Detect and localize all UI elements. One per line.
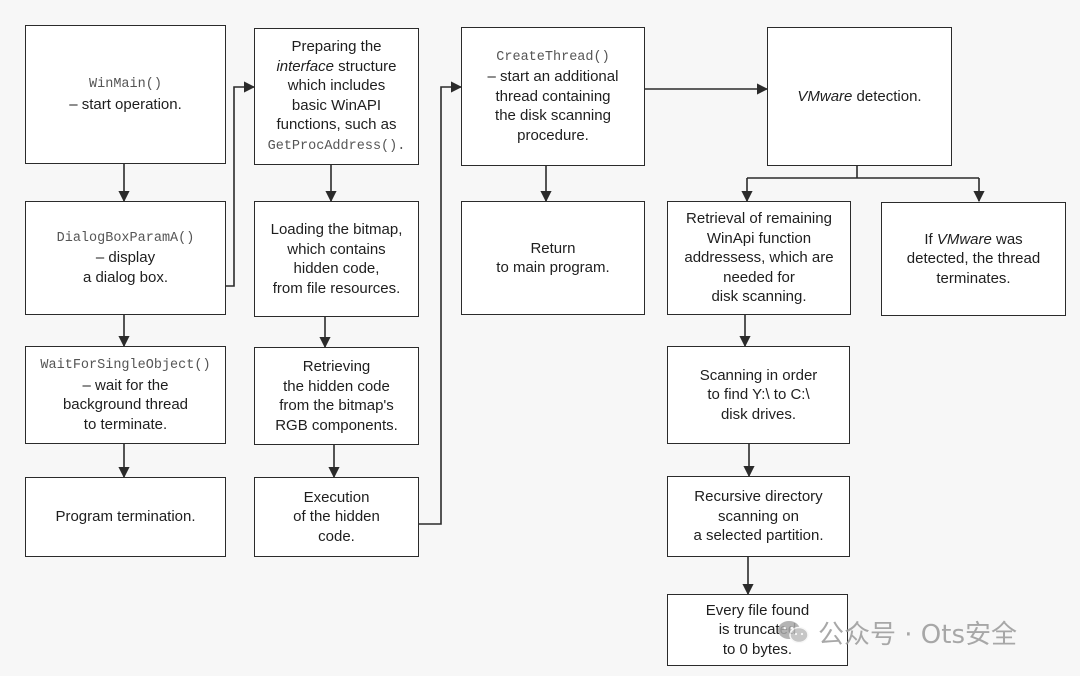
retrieval-line-4: needed for [723, 268, 795, 286]
recursive-box: Recursive directory scanning on a select… [667, 476, 850, 557]
recursive-line-2: scanning on [718, 507, 799, 525]
preparing-code: GetProcAddress() [267, 138, 398, 154]
execution-line-1: Execution [303, 488, 370, 506]
ifvmware-italic: VMware [936, 230, 992, 248]
retrieving-line-3: from the bitmap's [279, 397, 394, 414]
preparing-line-5: functions, such as [276, 116, 397, 133]
winmain-text: – start operation. [69, 95, 182, 113]
dialogbox-box: DialogBoxParamA() – display a dialog box… [25, 201, 226, 315]
waitfor-line-1: – wait for the [82, 376, 169, 394]
termination-text: Program termination. [55, 508, 196, 526]
retrieval-line-3: addressess, which are [684, 249, 834, 267]
preparing-line-4: basic WinAPI [291, 96, 382, 114]
retrieval-line-2: WinApi function [706, 229, 812, 247]
loading-line-2: which contains [287, 240, 386, 258]
everyfile-line-2: is truncated [718, 621, 797, 639]
waitfor-box: WaitForSingleObject() – wait for the bac… [25, 346, 226, 444]
ifvmware-line-3: terminates. [936, 269, 1011, 287]
vmware-box: VMware detection. [767, 27, 952, 166]
preparing-line-2: interface structure [268, 57, 406, 77]
vmware-rest: detection. [852, 87, 922, 105]
dialogbox-code: DialogBoxParamA() [56, 230, 195, 246]
preparing-line-2-rest: structure [334, 57, 397, 75]
preparing-code-suffix: . [397, 138, 406, 154]
return-line-2: to main program. [496, 259, 610, 276]
ifvmware-box: If VMware was detected, the thread termi… [881, 202, 1066, 316]
createthread-line-2: thread containing [495, 87, 611, 105]
retrieving-box: Retrieving the hidden code from the bitm… [254, 347, 419, 445]
preparing-box: Preparing the interface structure which … [254, 28, 419, 165]
ifvmware-pre: If [924, 230, 937, 248]
createthread-box: CreateThread() – start an additional thr… [461, 27, 645, 166]
loading-box: Loading the bitmap, which contains hidde… [254, 201, 419, 317]
ifvmware-line-1: If VMware was [907, 230, 1040, 250]
preparing-line-1: Preparing the [291, 38, 382, 55]
scanning-line-1: Scanning in order [699, 366, 818, 384]
loading-line-3: hidden code, [293, 260, 380, 277]
execution-line-3: code. [318, 527, 355, 545]
dialogbox-line-2: a dialog box. [82, 268, 169, 286]
vmware-line: VMware detection. [797, 87, 921, 107]
createthread-line-1: – start an additional [487, 68, 619, 86]
retrieving-line-2: the hidden code [283, 377, 390, 395]
preparing-line-3: which includes [287, 77, 386, 94]
retrieval-box: Retrieval of remaining WinApi function a… [667, 201, 851, 315]
return-box: Return to main program. [461, 201, 645, 315]
recursive-line-3: a selected partition. [693, 527, 824, 545]
wechat-icon [776, 618, 810, 646]
vmware-italic: VMware [797, 87, 853, 105]
termination-box: Program termination. [25, 477, 226, 557]
execution-line-2: of the hidden [293, 508, 380, 526]
arrow-execution-to-createthread [419, 81, 463, 525]
waitfor-line-2: background thread [62, 396, 189, 413]
retrieval-line-5: disk scanning. [711, 288, 807, 306]
everyfile-box: Every file found is truncated to 0 bytes… [667, 594, 848, 666]
ifvmware-line-2: detected, the thread [906, 250, 1041, 268]
createthread-code: CreateThread() [496, 49, 610, 65]
arrow-dialogbox-to-preparing [226, 81, 256, 287]
createthread-line-4: procedure. [517, 126, 589, 144]
dialogbox-line-1: – display [95, 249, 156, 267]
retrieving-line-4: RGB components. [275, 416, 398, 434]
preparing-italic: interface [276, 57, 334, 75]
scanning-box: Scanning in order to find Y:\ to C:\ dis… [667, 346, 850, 444]
waitfor-code: WaitForSingleObject() [40, 358, 211, 373]
scanning-line-3: disk drives. [720, 405, 796, 423]
everyfile-line-3: to 0 bytes. [722, 640, 793, 658]
loading-line-1: Loading the bitmap, [270, 221, 403, 238]
recursive-line-1: Recursive directory [694, 488, 823, 506]
watermark: 公众号 · Ots安全 [776, 612, 1056, 652]
waitfor-line-3: to terminate. [83, 415, 168, 433]
everyfile-line-1: Every file found [705, 601, 810, 619]
scanning-line-2: to find Y:\ to C:\ [707, 386, 810, 404]
watermark-text: 公众号 · Ots安全 [818, 619, 1017, 650]
createthread-line-3: the disk scanning [495, 107, 611, 125]
retrieving-line-1: Retrieving [302, 358, 371, 375]
preparing-code-line: GetProcAddress(). [268, 135, 406, 157]
return-line-1: Return [530, 239, 576, 257]
retrieval-line-1: Retrieval of remaining [686, 210, 832, 228]
winmain-code: WinMain() [89, 77, 162, 92]
winmain-box: WinMain() – start operation. [25, 25, 226, 164]
execution-box: Execution of the hidden code. [254, 477, 419, 557]
ifvmware-post: was [991, 230, 1023, 248]
loading-line-4: from file resources. [272, 279, 401, 297]
